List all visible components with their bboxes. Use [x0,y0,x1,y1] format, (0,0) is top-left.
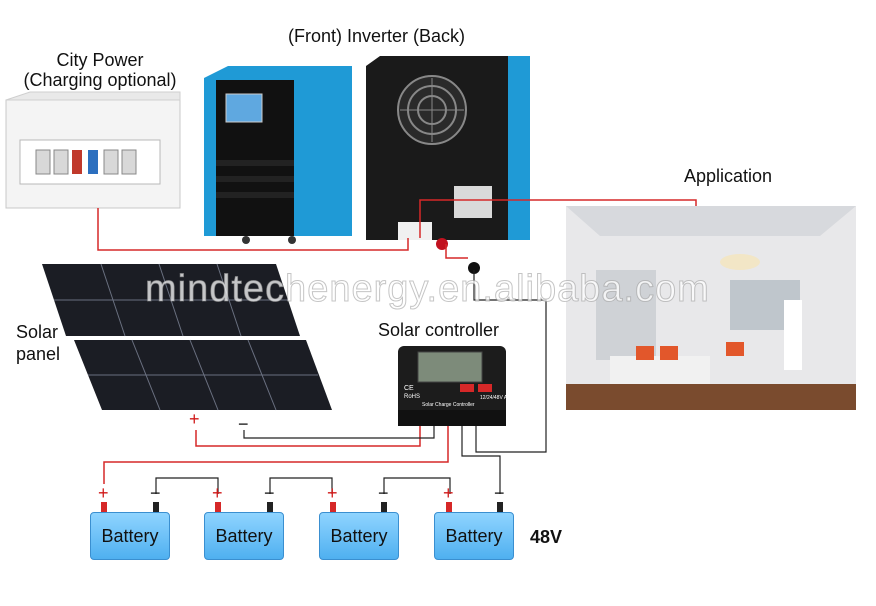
watermark-text: mindtechenergy.en.alibaba.com [145,268,710,311]
battery-3: Battery [319,512,399,560]
battery-1: Battery [90,512,170,560]
controller-rohs-text: RoHS [404,394,420,400]
charging-optional-label: (Charging optional) [23,70,177,90]
controller-ce-text: CE [404,385,414,392]
battery-1-minus-sign: − [150,483,161,503]
battery-3-minus-sign: − [378,483,389,503]
battery-2-plus-sign: + [212,483,223,503]
city-power-breaker-box [5,91,181,209]
application-label: Application [684,166,773,186]
battery-2: Battery [204,512,284,560]
negative-wires [155,270,547,494]
panel-positive-sign: + [189,409,200,429]
panel-negative-sign: − [238,414,249,434]
solar-controller-label: Solar controller [378,320,500,340]
inverter-front [204,66,352,244]
battery-4-minus-sign: − [494,483,505,503]
inverter-back [366,56,530,274]
controller-spec-text: 12/24/48V AUTO [480,395,518,401]
solar-panel-label-line2: panel [16,344,61,364]
battery-4: Battery [434,512,514,560]
battery-terminal-posts [101,502,503,512]
battery-4-label: Battery [445,526,503,546]
solar-panel-label-line1: Solar [16,322,59,342]
city-power-label: City Power [56,50,144,70]
battery-3-plus-sign: + [327,483,338,503]
solar-panel-array [42,263,332,411]
voltage-label: 48V [530,527,563,547]
battery-1-label: Battery [101,526,159,546]
application-room-image [566,206,856,410]
inverter-title-label: (Front) Inverter (Back) [288,26,466,46]
battery-1-plus-sign: + [98,483,109,503]
battery-3-label: Battery [330,526,388,546]
positive-wires [97,199,697,484]
solar-charge-controller: CE RoHS 12/24/48V AUTO Solar Charge Cont… [398,346,518,426]
battery-4-plus-sign: + [443,483,454,503]
battery-2-minus-sign: − [264,483,275,503]
battery-2-label: Battery [215,526,273,546]
controller-name-text: Solar Charge Controller [422,402,475,408]
